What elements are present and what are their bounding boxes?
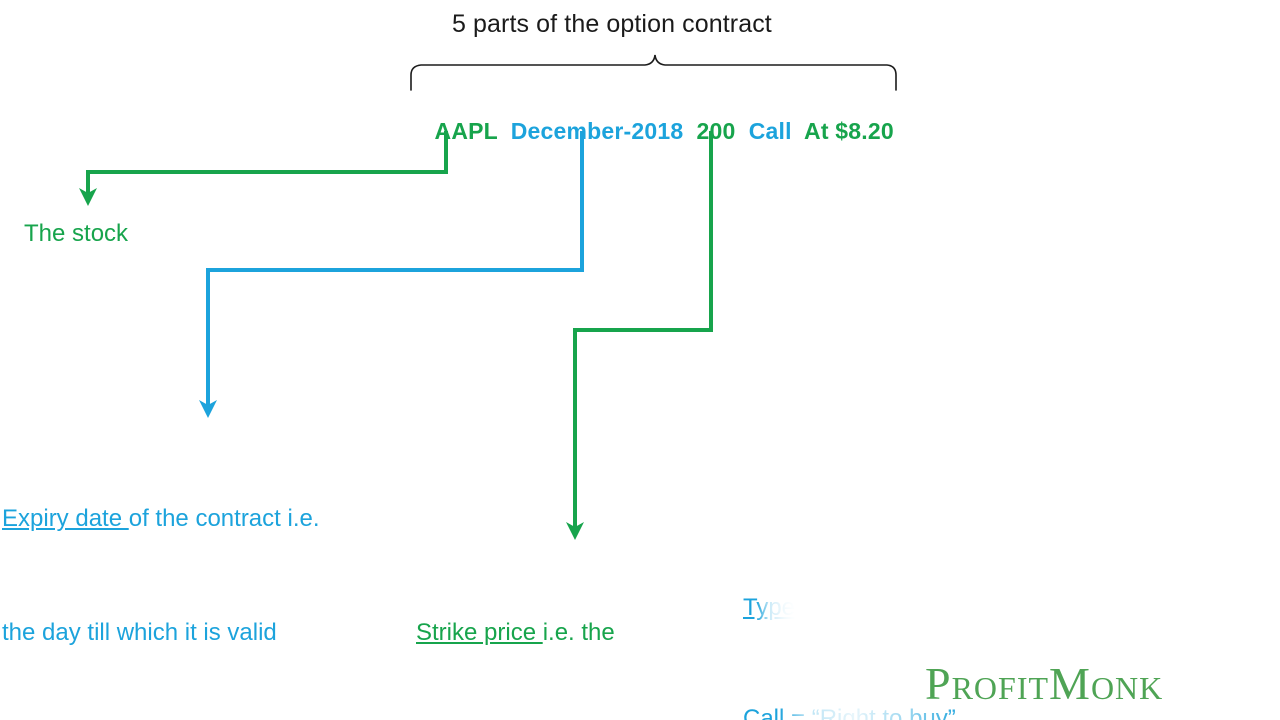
contract-strike: 200 [696,118,736,144]
curly-brace [410,54,897,91]
contract-expiry: December-2018 [510,118,684,144]
contract-gap-4 [792,118,804,144]
contract-gap-2 [683,118,696,144]
callout-strike-price: Strike price i.e. the price at which buy… [416,538,675,720]
callout-type-call: Call = “Right to buy” [743,704,956,720]
contract-type: Call [748,118,792,144]
contract-premium: At $8.20 [804,118,894,144]
callout-the-stock: The stock [24,220,129,247]
contract-gap-3 [736,118,749,144]
callout-expiry-date: Expiry date of the contract i.e. the day… [2,424,320,720]
callout-expiry-rest: of the contract i.e. [128,504,320,532]
contract-ticker: AAPL [434,118,498,144]
connector-expiry [206,131,584,408]
arrowhead-stock [79,188,97,206]
callout-strike-term: Strike price [416,618,543,646]
callout-expiry-line-2: the day till which it is valid [2,618,277,646]
arrowhead-expiry [199,400,217,418]
contract-string: AAPL December-2018 200 Call At $8.20 [409,97,894,166]
callout-type-heading: Type [743,593,796,621]
connector-stock [86,131,448,196]
callout-option-type: Type Call = “Right to buy” Put = “Right … [743,516,956,720]
callout-strike-rest: i.e. the [542,618,615,646]
callout-type-heading-row: Type [743,590,956,627]
connector-strike [573,131,713,530]
page-title: 5 parts of the option contract [452,10,772,38]
arrowhead-strike [566,522,584,540]
callout-expiry-term: Expiry date [2,504,129,532]
contract-gap-1 [498,118,511,144]
profitmonk-logo: ProfitMonk [925,658,1164,709]
callout-strike-line-1: Strike price i.e. the [416,614,675,652]
callout-expiry-line-1: Expiry date of the contract i.e. [2,500,320,538]
callout-type-line-1-row: Call = “Right to buy” [743,701,956,720]
